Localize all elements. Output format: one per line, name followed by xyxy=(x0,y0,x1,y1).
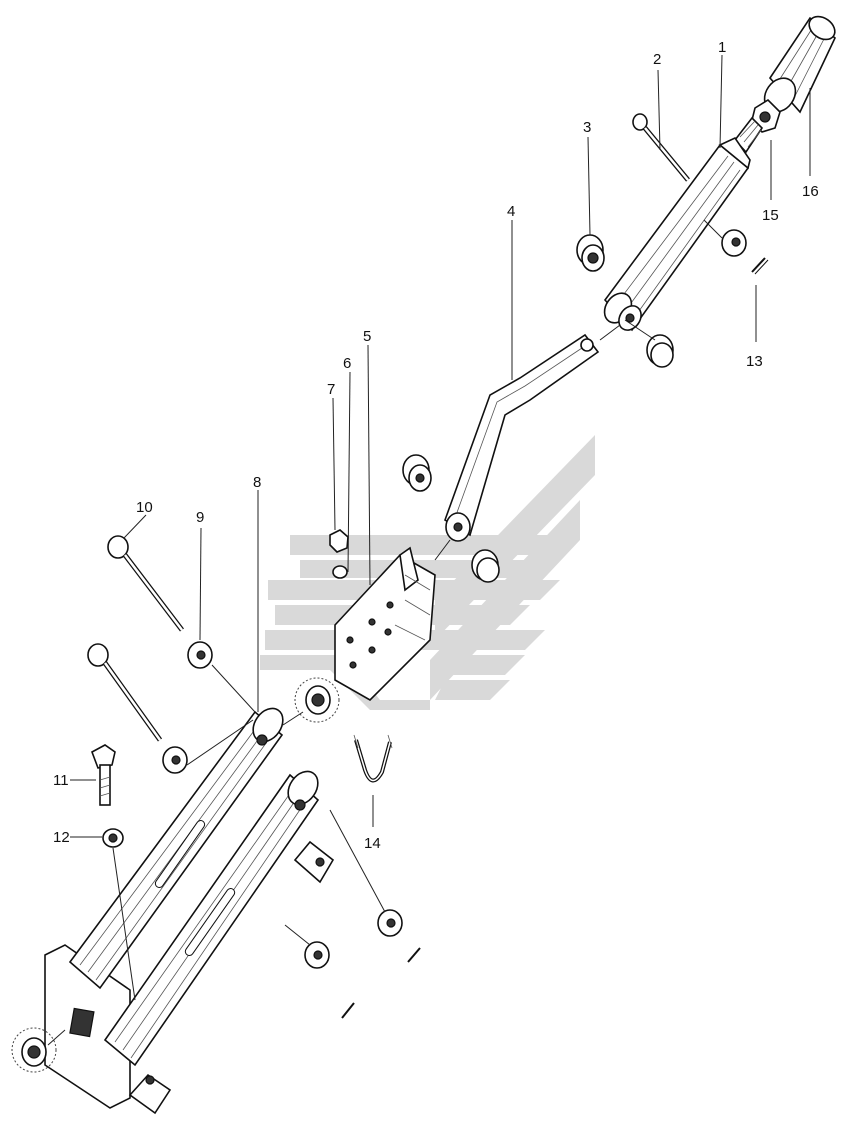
bushing-lower-right xyxy=(646,334,674,368)
part-14-u-bolt xyxy=(353,734,393,783)
washer-right-upper xyxy=(377,909,421,963)
callout-6: 6 xyxy=(343,355,351,372)
callout-1: 1 xyxy=(718,39,726,56)
callout-12: 12 xyxy=(53,829,70,846)
part-6-washer xyxy=(332,565,348,579)
callout-15: 15 xyxy=(762,207,779,224)
bushing-dotted-middle xyxy=(294,677,340,723)
bolt-long-lower xyxy=(87,643,163,742)
bushing-lever-upper xyxy=(402,454,432,492)
part-8-main-bracket xyxy=(44,707,335,1115)
callout-labels: 1 2 3 4 5 6 7 8 9 10 11 12 13 14 15 16 xyxy=(53,39,819,852)
bushing-dotted-bottom xyxy=(11,1027,57,1073)
callout-9: 9 xyxy=(196,509,204,526)
part-3-bushing xyxy=(576,234,605,272)
part-13-cotter-pin xyxy=(751,257,769,275)
callout-3: 3 xyxy=(583,119,591,136)
part-12-washer xyxy=(102,828,124,848)
callout-14: 14 xyxy=(364,835,381,852)
part-2-bolt xyxy=(632,113,690,182)
bushing-lever-lower xyxy=(471,549,500,583)
part-5-center-block xyxy=(334,546,436,701)
part-1-upper-bracket xyxy=(603,116,764,332)
leader-lines xyxy=(47,54,811,1046)
part-10-long-bolt xyxy=(107,535,184,632)
part-7-nut xyxy=(329,529,349,553)
callout-5: 5 xyxy=(363,328,371,345)
washer-right-lower xyxy=(304,941,355,1019)
washer-lower-bolt xyxy=(162,746,188,774)
callout-4: 4 xyxy=(507,203,515,220)
part-16-knob xyxy=(763,15,836,114)
part-11-bolt xyxy=(91,744,116,806)
callout-13: 13 xyxy=(746,353,763,370)
callout-10: 10 xyxy=(136,499,153,516)
callout-8: 8 xyxy=(253,474,261,491)
watermark-logo xyxy=(260,435,595,710)
callout-7: 7 xyxy=(327,381,335,398)
callout-11: 11 xyxy=(53,772,69,789)
callout-2: 2 xyxy=(653,51,661,68)
washer-upper xyxy=(721,229,747,257)
callout-16: 16 xyxy=(802,183,819,200)
part-9-washer xyxy=(187,641,213,669)
part-4-lever-arm xyxy=(444,333,600,542)
